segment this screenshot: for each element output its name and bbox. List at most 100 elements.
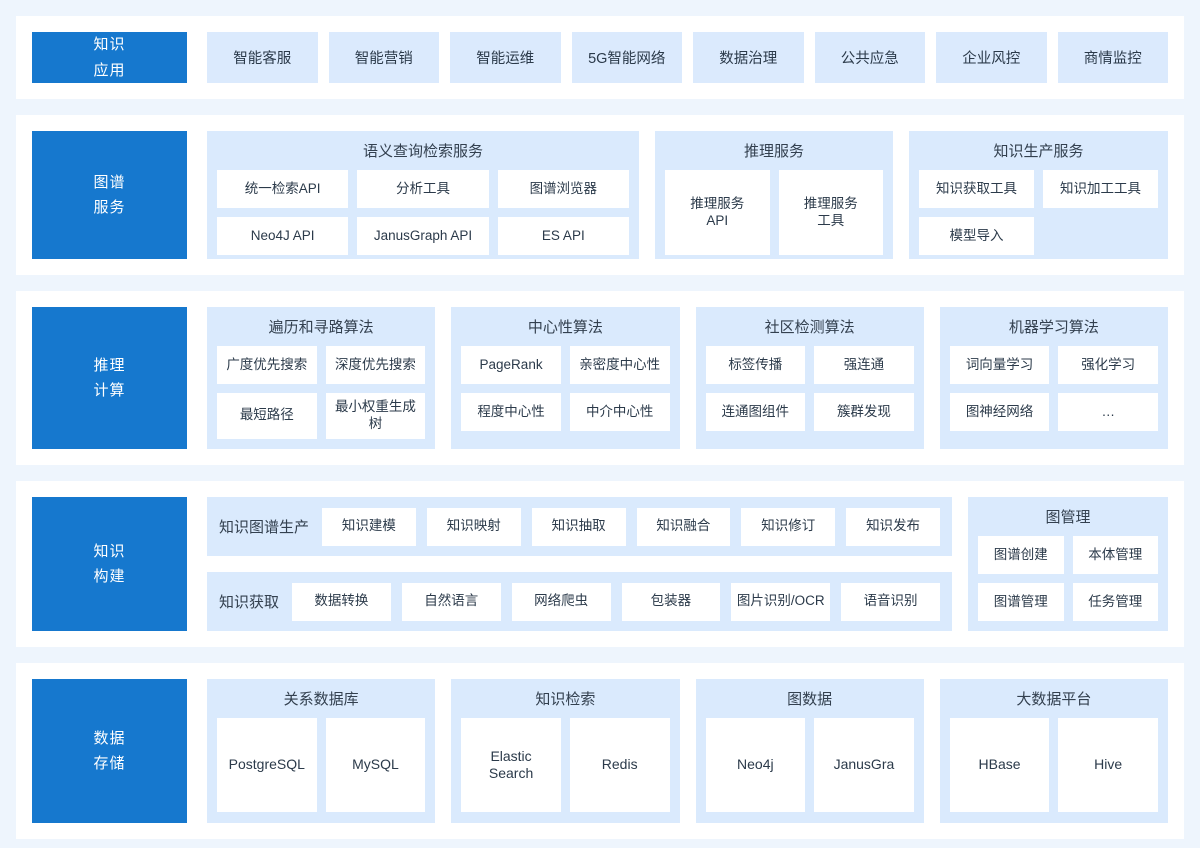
group-item[interactable]: Redis xyxy=(569,718,670,812)
group-item[interactable]: 知识加工工具 xyxy=(1043,170,1158,208)
group-item[interactable]: 知识获取工具 xyxy=(919,170,1034,208)
bar-item[interactable]: 知识修订 xyxy=(741,507,836,546)
group-item-ellipsis[interactable]: … xyxy=(1058,393,1158,431)
group-item[interactable]: 统一检索API xyxy=(217,170,349,208)
group-item-list: 词向量学习 强化学习 图神经网络 … xyxy=(949,346,1158,438)
band-data-storage: 数据 存储 关系数据库 PostgreSQL MySQL 知识检索 Elasti… xyxy=(16,663,1184,839)
group-item[interactable]: 本体管理 xyxy=(1072,536,1158,574)
bar-item[interactable]: 知识建模 xyxy=(322,507,416,546)
group-item[interactable]: 深度优先搜索 xyxy=(325,346,426,384)
bar-item[interactable]: 知识发布 xyxy=(846,507,940,546)
band-label-graph-services: 图谱 服务 xyxy=(32,131,187,259)
group-item[interactable]: 分析工具 xyxy=(357,170,489,208)
band-label-line-1: 知识 xyxy=(93,36,126,53)
bar-item[interactable]: 图片识别/OCR xyxy=(731,582,831,621)
group-title: 图管理 xyxy=(1045,509,1091,526)
group-semantic-query-service: 语义查询检索服务 统一检索API 分析工具 图谱浏览器 Neo4J API Ja… xyxy=(207,131,639,259)
band-label-line-1: 图谱 xyxy=(93,173,126,191)
knowledge-construction-bars: 知识图谱生产 知识建模 知识映射 知识抽取 知识融合 知识修订 知识发布 知识获… xyxy=(207,497,952,631)
group-item[interactable]: 任务管理 xyxy=(1072,583,1158,621)
app-tile[interactable]: 智能客服 xyxy=(207,32,318,83)
group-item[interactable]: Neo4J API xyxy=(217,217,349,255)
group-item[interactable]: 推理服务 工具 xyxy=(778,170,883,255)
bar-item[interactable]: 知识映射 xyxy=(426,507,521,546)
app-tile[interactable]: 公共应急 xyxy=(814,32,925,83)
app-tile[interactable]: 商情监控 xyxy=(1057,32,1168,83)
group-centrality-algorithms: 中心性算法 PageRank 亲密度中心性 程度中心性 中介中心性 xyxy=(451,307,680,449)
bar-item[interactable]: 知识抽取 xyxy=(531,507,626,546)
group-item[interactable]: 强连通 xyxy=(814,346,914,384)
band-body-knowledge-application: 智能客服 智能营销 智能运维 5G智能网络 数据治理 公共应急 企业风控 商情监… xyxy=(207,32,1168,83)
group-item[interactable]: HBase xyxy=(949,718,1050,812)
group-title: 中心性算法 xyxy=(527,319,603,336)
group-item[interactable]: 最短路径 xyxy=(217,393,317,439)
group-item[interactable]: 图谱创建 xyxy=(978,536,1064,574)
bar-item[interactable]: 知识融合 xyxy=(636,507,731,546)
app-tile[interactable]: 智能运维 xyxy=(450,32,561,83)
group-item[interactable]: Hive xyxy=(1058,718,1158,812)
group-item-list: 图谱创建 本体管理 图谱管理 任务管理 xyxy=(978,536,1158,621)
band-body-graph-services: 语义查询检索服务 统一检索API 分析工具 图谱浏览器 Neo4J API Ja… xyxy=(207,131,1168,259)
band-body-data-storage: 关系数据库 PostgreSQL MySQL 知识检索 Elastic Sear… xyxy=(207,679,1168,823)
group-relational-database: 关系数据库 PostgreSQL MySQL xyxy=(207,679,436,823)
group-machine-learning-algorithms: 机器学习算法 词向量学习 强化学习 图神经网络 … xyxy=(939,307,1168,449)
app-tile[interactable]: 企业风控 xyxy=(936,32,1047,83)
group-item[interactable]: JanusGra xyxy=(814,718,914,812)
group-item[interactable]: 最小权重生成树 xyxy=(325,393,426,439)
group-item[interactable]: 强化学习 xyxy=(1058,346,1158,384)
band-label-knowledge-construction: 知识 构建 xyxy=(32,497,187,631)
band-label-line-2: 应用 xyxy=(93,61,126,79)
app-tile[interactable]: 智能营销 xyxy=(328,32,439,83)
bar-item[interactable]: 网络爬虫 xyxy=(511,582,611,621)
group-item[interactable]: PostgreSQL xyxy=(217,718,317,812)
group-item[interactable]: 图谱管理 xyxy=(978,583,1064,621)
bar-item[interactable]: 自然语言 xyxy=(401,582,501,621)
group-title: 大数据平台 xyxy=(1016,691,1092,708)
group-item[interactable]: PageRank xyxy=(461,346,561,384)
app-tile[interactable]: 5G智能网络 xyxy=(571,32,682,83)
bar-item[interactable]: 包装器 xyxy=(621,582,721,621)
group-item[interactable]: JanusGraph API xyxy=(357,217,489,255)
group-item-list: 统一检索API 分析工具 图谱浏览器 Neo4J API JanusGraph … xyxy=(217,170,629,255)
group-title: 语义查询检索服务 xyxy=(362,143,483,160)
group-item-list: 知识获取工具 知识加工工具 模型导入 xyxy=(919,170,1158,255)
group-item[interactable]: ES API xyxy=(497,217,629,255)
group-item[interactable]: 连通图组件 xyxy=(705,393,806,431)
group-inference-service: 推理服务 推理服务 API 推理服务 工具 xyxy=(655,131,893,259)
group-item[interactable]: 推理服务 API xyxy=(665,170,770,255)
band-graph-services: 图谱 服务 语义查询检索服务 统一检索API 分析工具 图谱浏览器 Neo4J … xyxy=(16,115,1184,275)
group-item[interactable]: 模型导入 xyxy=(919,217,1034,255)
group-item-list: 推理服务 API 推理服务 工具 xyxy=(665,170,883,255)
band-knowledge-construction: 知识 构建 知识图谱生产 知识建模 知识映射 知识抽取 知识融合 知识修订 知识… xyxy=(16,481,1184,647)
group-item[interactable]: 程度中心性 xyxy=(461,393,561,431)
group-title: 关系数据库 xyxy=(283,691,359,708)
group-title: 图数据 xyxy=(787,691,833,708)
group-item[interactable]: 图谱浏览器 xyxy=(497,170,629,208)
group-big-data-platform: 大数据平台 HBase Hive xyxy=(939,679,1168,823)
group-item[interactable]: 标签传播 xyxy=(705,346,806,384)
group-traversal-pathfinding-algorithms: 遍历和寻路算法 广度优先搜索 深度优先搜索 最短路径 最小权重生成树 xyxy=(207,307,436,449)
bar-item[interactable]: 数据转换 xyxy=(292,582,391,621)
group-item[interactable]: 图神经网络 xyxy=(949,393,1050,431)
group-item[interactable]: 词向量学习 xyxy=(949,346,1050,384)
group-item[interactable]: 广度优先搜索 xyxy=(217,346,317,384)
group-item-list: 广度优先搜索 深度优先搜索 最短路径 最小权重生成树 xyxy=(217,346,426,439)
group-item[interactable]: 中介中心性 xyxy=(569,393,670,431)
group-item-list: Elastic Search Redis xyxy=(461,718,670,812)
bar-label: 知识获取 xyxy=(219,594,280,611)
group-item[interactable]: 亲密度中心性 xyxy=(569,346,670,384)
group-community-detection-algorithms: 社区检测算法 标签传播 强连通 连通图组件 簇群发现 xyxy=(695,307,924,449)
group-item[interactable]: 簇群发现 xyxy=(814,393,914,431)
group-item[interactable]: Elastic Search xyxy=(461,718,561,812)
group-title: 知识检索 xyxy=(535,691,596,708)
app-tile[interactable]: 数据治理 xyxy=(693,32,804,83)
band-label-reasoning-computation: 推理 计算 xyxy=(32,307,187,449)
bar-label: 知识图谱生产 xyxy=(219,519,310,536)
bar-item[interactable]: 语音识别 xyxy=(841,582,940,621)
group-item[interactable]: MySQL xyxy=(325,718,426,812)
group-graph-management: 图管理 图谱创建 本体管理 图谱管理 任务管理 xyxy=(968,497,1168,631)
group-graph-database: 图数据 Neo4j JanusGra xyxy=(695,679,924,823)
group-item[interactable]: Neo4j xyxy=(705,718,806,812)
group-title: 机器学习算法 xyxy=(1008,319,1099,336)
